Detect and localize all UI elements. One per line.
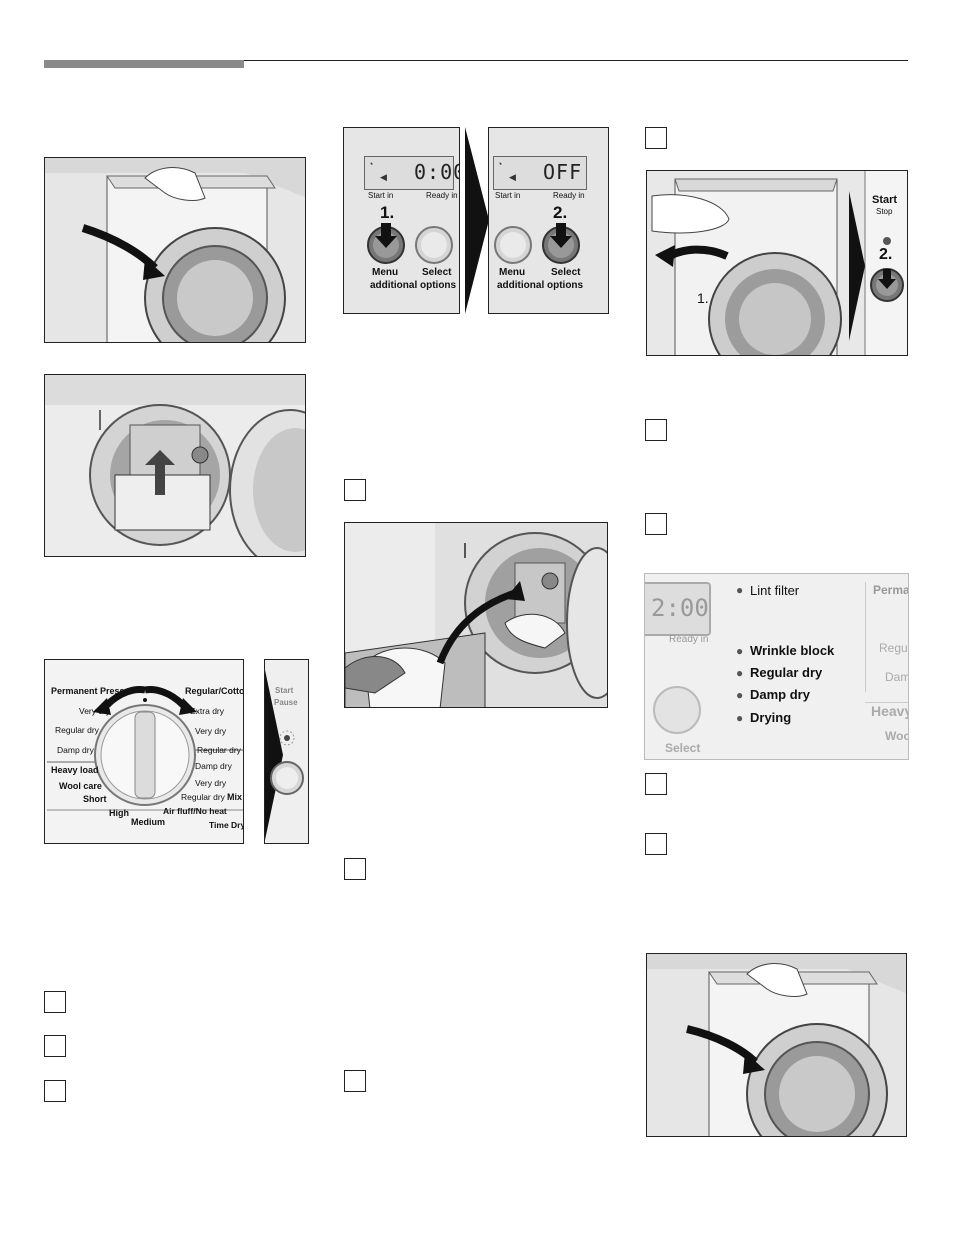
start-in-label: Start in — [368, 191, 394, 200]
indicator-lamp-icon: ● — [736, 688, 744, 702]
pause-label: Pause — [274, 698, 298, 707]
dial-label-short: Short — [83, 794, 107, 804]
dial-label-heavy-load: Heavy load — [51, 765, 99, 775]
indicator-lamp-icon: ● — [736, 583, 744, 597]
header-rule — [44, 60, 908, 61]
dial-label-medium: Medium — [131, 817, 166, 827]
checkbox-step-a — [44, 991, 66, 1013]
dial-label-very-dry-mix: Very dry — [195, 778, 227, 788]
program-label-perma: Perma — [873, 583, 909, 597]
damp-dry-label: Damp dry — [750, 687, 810, 702]
indicator-lamp-icon: ● — [736, 666, 744, 680]
dial-label-extra-dry: Extra dry — [190, 706, 225, 716]
dial-label-very-dry-right: Very dry — [195, 726, 227, 736]
dial-label-regular-cotton: Regular/Cotton — [185, 686, 244, 696]
panel-divider — [865, 582, 866, 692]
sound-icon: ◀ — [509, 172, 516, 182]
clock-icon: ◔ — [497, 159, 503, 169]
sound-icon: ◀ — [380, 172, 387, 182]
checkbox-step-e — [344, 858, 366, 880]
display-window — [493, 156, 587, 190]
select-label: Select — [551, 267, 581, 278]
control-panel-step-2: OFF ◔ ◀ Start in Ready in 2. Menu Select… — [488, 127, 609, 314]
display-readout: 2:00 — [651, 594, 709, 622]
checkbox-step-g — [645, 127, 667, 149]
load-laundry-illustration — [344, 522, 608, 708]
display-window — [645, 582, 711, 636]
checkbox-step-h — [645, 419, 667, 441]
additional-options-label: additional options — [370, 280, 457, 291]
step-number: 2. — [879, 246, 893, 263]
step-number: 2. — [553, 203, 568, 222]
clock-icon: ◔ — [368, 159, 374, 169]
control-panel-step-1: 0:00 ◔ ◀ Start in Ready in 1. Menu Selec… — [343, 127, 460, 314]
arrow-right-icon — [465, 127, 489, 314]
additional-options-label: additional options — [497, 280, 584, 291]
select-label: Select — [422, 267, 452, 278]
start-in-label: Start in — [495, 191, 521, 200]
close-door-start-illustration: Start Stop 2. 1. — [646, 170, 908, 356]
open-door-end-illustration — [646, 953, 907, 1137]
checkbox-step-c — [44, 1080, 66, 1102]
stop-label: Stop — [876, 207, 893, 216]
menu-label: Menu — [499, 267, 526, 278]
dial-label-air-fluff: Air fluff/No heat — [163, 806, 227, 816]
dial-label-regular-dry-mix: Regular dry — [181, 792, 225, 802]
program-label-woo: Woo — [885, 729, 909, 743]
drying-label: Drying — [750, 710, 792, 725]
indicator-lamp-icon: ● — [736, 644, 744, 658]
status-indicator-panel: 2:00 Ready in Select ● Lint filter ● Wri… — [644, 573, 909, 760]
wrinkle-block-label: Wrinkle block — [750, 643, 835, 658]
step-number: 1. — [697, 290, 709, 306]
dial-label-wool-care: Wool care — [59, 781, 102, 791]
ready-in-label: Ready in — [553, 191, 585, 200]
checkbox-step-k — [645, 833, 667, 855]
indicator-lamp-icon: ● — [736, 711, 744, 725]
ready-in-label: Ready in — [426, 191, 458, 200]
dial-label-damp-dry-right: Damp dry — [195, 761, 232, 771]
dial-label-off: Off — [137, 686, 148, 695]
header-accent-bar — [44, 60, 244, 68]
dial-label-time-dry: Time Dry — [209, 820, 244, 830]
program-label-heavy: Heavy — [871, 703, 909, 719]
start-pause-illustration: Start Pause — [264, 659, 309, 844]
start-label: Start — [872, 194, 898, 206]
display-readout: 0:00 — [414, 160, 459, 184]
display-window — [364, 156, 454, 190]
select-button-graphic — [653, 686, 701, 734]
program-label-dam: Dam — [885, 670, 909, 684]
checkbox-step-i — [645, 513, 667, 535]
dial-label-damp-dry-left: Damp dry — [57, 745, 94, 755]
dial-label-permanent-press: Permanent Press — [51, 686, 125, 696]
checkbox-step-j — [645, 773, 667, 795]
dial-label-high: High — [109, 808, 129, 818]
select-label: Select — [665, 741, 701, 755]
checkbox-step-d — [344, 479, 366, 501]
step-number: 1. — [380, 203, 395, 222]
checkbox-step-b — [44, 1035, 66, 1057]
lint-filter-label: Lint filter — [750, 583, 800, 598]
program-label-regu: Regu — [879, 641, 908, 655]
display-readout: OFF — [543, 160, 583, 184]
menu-label: Menu — [372, 267, 399, 278]
dial-label-mix: Mix — [227, 792, 243, 802]
regular-dry-label: Regular dry — [750, 665, 823, 680]
program-dial-illustration: Permanent Press Off Regular/Cotton Very … — [44, 659, 244, 844]
lint-filter-illustration — [44, 374, 306, 557]
start-label: Start — [275, 686, 294, 695]
panel-divider — [865, 702, 908, 703]
dial-label-regular-dry-left: Regular dry — [55, 725, 99, 735]
open-door-illustration — [44, 157, 306, 343]
checkbox-step-f — [344, 1070, 366, 1092]
dial-label-regular-dry-right: Regular dry — [197, 745, 241, 755]
ready-in-label: Ready in — [669, 634, 709, 645]
dial-label-very-dry-left: Very dry — [79, 706, 111, 716]
